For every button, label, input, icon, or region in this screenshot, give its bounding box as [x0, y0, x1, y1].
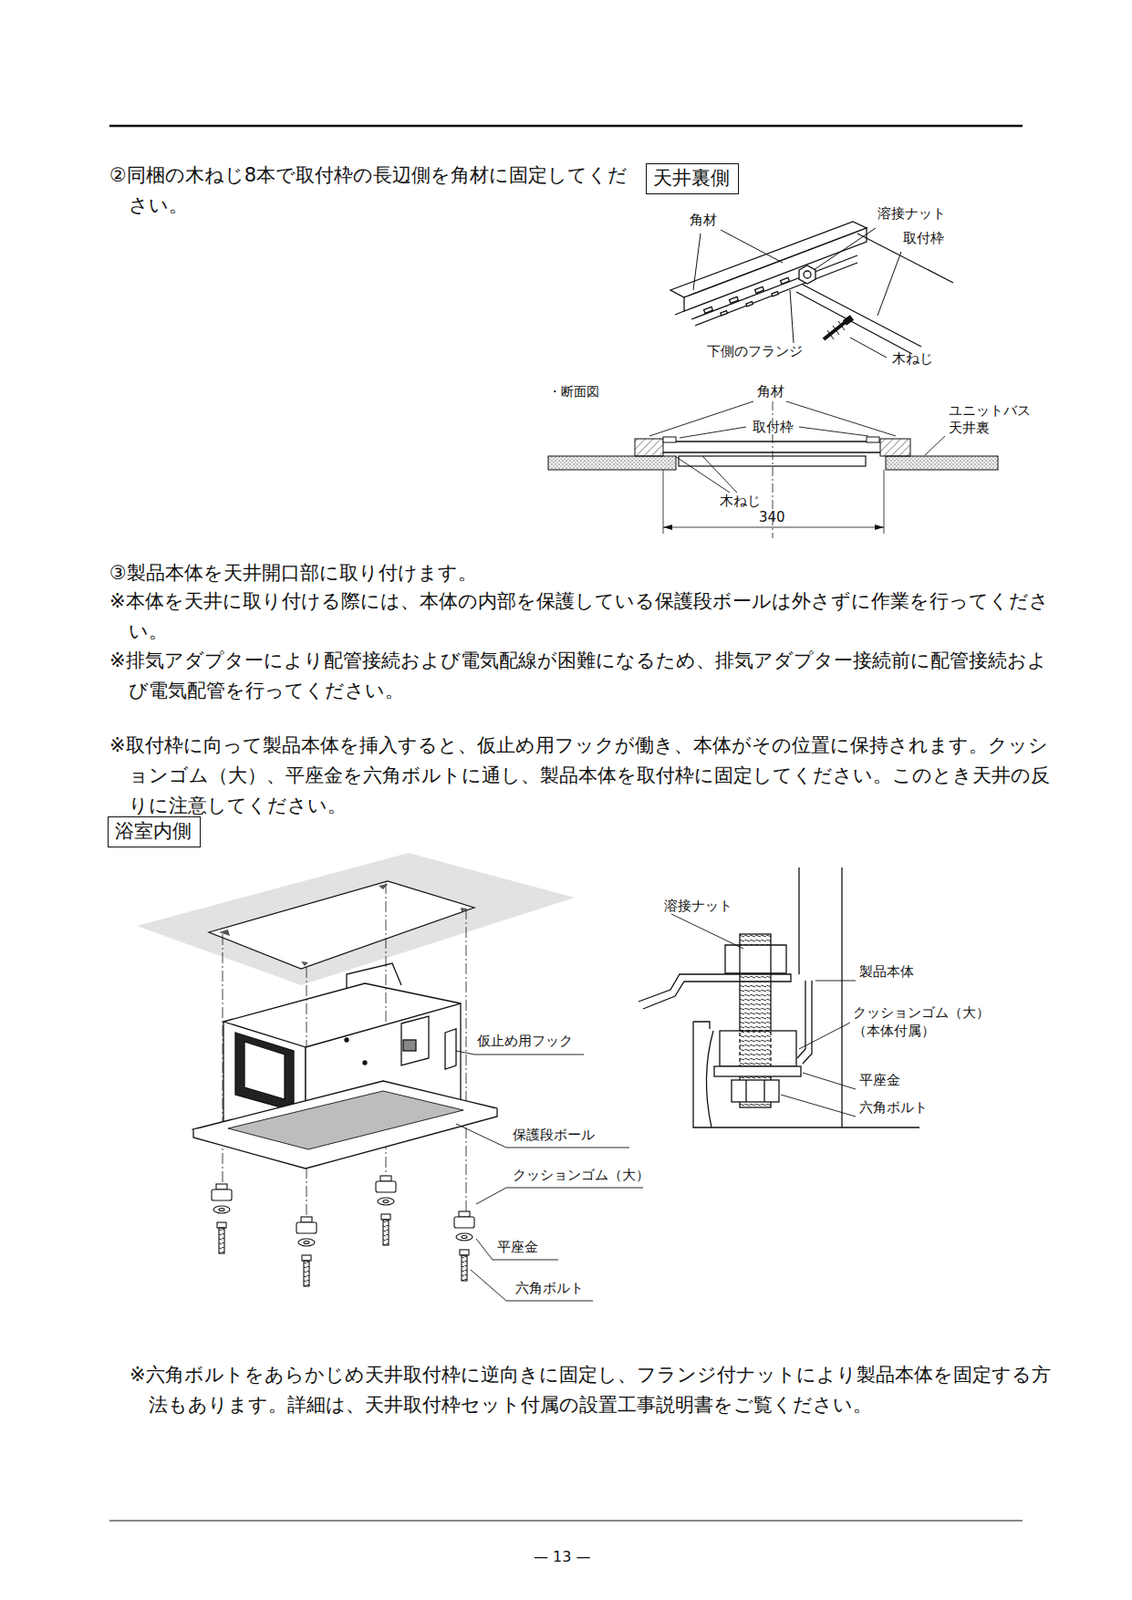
part-label: 保護段ボール: [512, 1126, 595, 1144]
part-label: 仮止め用フック: [477, 1032, 573, 1050]
section-tag: 天井裏側: [645, 163, 739, 195]
tag-text: 天井裏側: [653, 166, 730, 189]
part-label: 取付枠: [903, 229, 945, 248]
page-number: — 13 —: [533, 1547, 592, 1567]
tag-text: 浴室内側: [114, 820, 192, 842]
top-rule: [109, 124, 1023, 128]
instruction-text: ②同梱の木ねじ8本で取付枠の長辺側を角材に固定してください。: [109, 160, 645, 221]
beam-perspective: [670, 221, 954, 354]
part-label: 平座金: [859, 1071, 901, 1090]
part-label: クッションゴム（大）: [852, 1004, 990, 1022]
part-label: 六角ボルト: [515, 1279, 584, 1298]
part-label: 下側のフランジ: [706, 342, 803, 361]
part-label: 木ねじ: [892, 350, 934, 368]
part-label: 角材: [689, 211, 717, 229]
note-text: ※排気アダプターにより配管接続および電気配線が困難になるため、排気アダプター接続…: [109, 645, 1050, 707]
dimension: 340: [758, 508, 786, 527]
part-label: 取付枠: [752, 418, 794, 437]
note-text: ※本体を天井に取り付ける際には、本体の内部を保護している保護段ボールは外さずに作…: [109, 586, 1050, 647]
part-label: 溶接ナット: [877, 205, 946, 223]
part-label: 溶接ナット: [664, 897, 733, 915]
part-label: 木ねじ: [719, 492, 761, 510]
section-tag: 浴室内側: [107, 816, 201, 848]
bolt-cross-section: [638, 867, 920, 1128]
part-label: 平座金: [497, 1238, 539, 1257]
part-label: ユニットバス 天井裏: [948, 402, 1039, 437]
bottom-rule: [109, 1520, 1023, 1522]
part-label: 六角ボルト: [859, 1099, 928, 1117]
part-label: 角材: [757, 383, 785, 401]
part-label: （本体付属）: [852, 1022, 935, 1040]
leader-lines-top: [693, 228, 902, 358]
instruction-text: ③製品本体を天井開口部に取り付けます。: [109, 558, 1031, 589]
part-label: 製品本体: [859, 963, 914, 981]
view-label: ・断面図: [548, 384, 600, 401]
ceiling-install-illustration: [136, 852, 644, 1301]
note-text: ※取付枠に向って製品本体を挿入すると、仮止め用フックが働き、本体がその位置に保持…: [109, 730, 1050, 821]
note-text: ※六角ボルトをあらかじめ天井取付枠に逆向きに固定し、フランジ付ナットにより製品本…: [129, 1360, 1052, 1421]
part-label: クッションゴム（大）: [512, 1166, 650, 1184]
section-view: [548, 401, 998, 539]
